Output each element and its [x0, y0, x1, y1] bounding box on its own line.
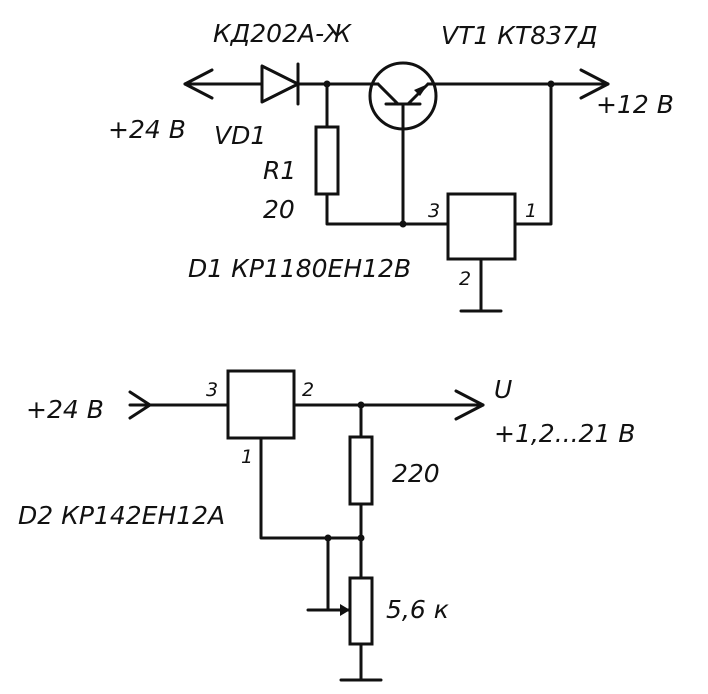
- pot-value-label: 5,6 к: [386, 595, 449, 624]
- regulator-d1: [446, 192, 517, 261]
- junction-dot: [357, 534, 365, 542]
- resistor-ref-label: R1: [263, 156, 296, 185]
- transistor-vt1: [368, 61, 438, 226]
- transistor-label: VT1 КТ837Д: [441, 21, 598, 50]
- junction-dot: [399, 220, 407, 228]
- d2-pin-1: 1: [241, 446, 253, 468]
- diode-ref-label: VD1: [214, 121, 266, 150]
- c2-input-voltage: +24 В: [26, 395, 104, 424]
- potentiometer: [348, 576, 374, 646]
- circuit-1: [183, 61, 610, 313]
- d1-pin-2: 2: [459, 268, 471, 290]
- regulator-d1-label: D1 КР1180ЕН12В: [188, 254, 411, 283]
- d1-pin-1: 1: [525, 200, 537, 222]
- regulator-d2-label: D2 КР142ЕН12А: [18, 501, 225, 530]
- c2-output-arrow: [454, 389, 485, 421]
- c2-output-range: +1,2...21 В: [494, 419, 635, 448]
- c1-input-voltage: +24 В: [108, 115, 186, 144]
- d1-pin-3: 3: [428, 200, 440, 222]
- resistor-value-label: 20: [263, 195, 295, 224]
- d2-pin-3: 3: [206, 379, 218, 401]
- c1-input-arrow: [183, 68, 214, 100]
- c1-output-voltage: +12 В: [596, 90, 674, 119]
- diode-vd1: [260, 62, 300, 106]
- d2-pin-2: 2: [302, 379, 314, 401]
- resistor-220-label: 220: [392, 459, 440, 488]
- c1-output-arrow: [579, 68, 610, 100]
- diode-type-label: КД202А-Ж: [213, 19, 352, 48]
- resistor-r1: [314, 125, 340, 196]
- c2-input-arrow: [128, 390, 152, 420]
- regulator-d2: [226, 369, 296, 440]
- circuit-2: [128, 369, 485, 682]
- c2-output-label: U: [494, 375, 512, 404]
- resistor-220: [348, 435, 374, 506]
